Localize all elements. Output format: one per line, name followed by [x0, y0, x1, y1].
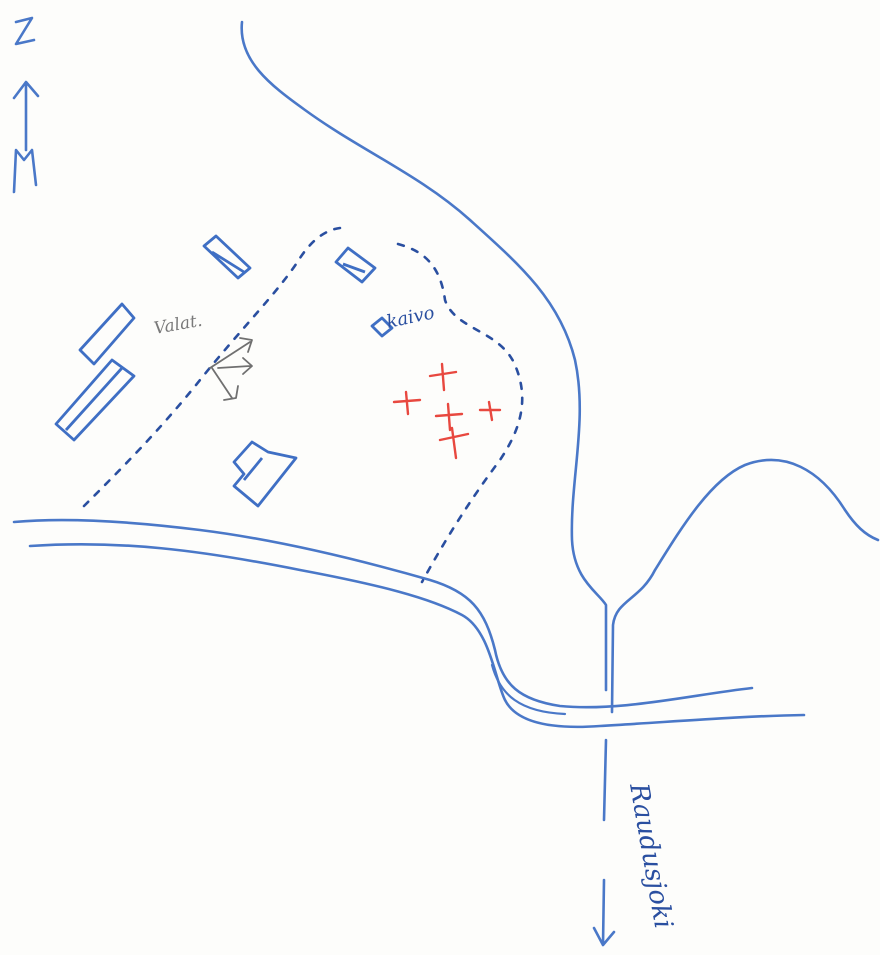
cross-mark — [434, 402, 464, 432]
building-2 — [334, 246, 377, 284]
road-north-edge — [12, 518, 754, 709]
north-arrow: N — [12, 16, 40, 194]
area-boundary-east — [396, 242, 524, 584]
north-letter-glyph — [14, 16, 36, 46]
well-label: kaivo — [385, 302, 437, 333]
ditch-label: Valat. — [152, 311, 203, 339]
cross-mark — [438, 426, 470, 460]
cross-mark — [428, 362, 458, 392]
stream-arrow-icon — [592, 878, 616, 947]
building-4 — [54, 358, 136, 442]
shoreline — [240, 20, 608, 692]
building-5 — [232, 440, 298, 508]
building-well — [370, 316, 394, 338]
road-inner-line — [490, 663, 567, 716]
arrow-tail-icon — [12, 148, 38, 194]
ditch-arrow-right-icon — [217, 357, 253, 375]
red-cross-marks — [392, 362, 502, 460]
road-south-edge — [28, 542, 806, 729]
cross-mark — [392, 390, 422, 416]
building-1 — [202, 234, 252, 280]
stream-south — [602, 738, 608, 822]
river-label: Raudusjoki — [623, 780, 678, 931]
cross-mark — [478, 400, 502, 422]
building-3 — [78, 302, 136, 366]
buildings — [54, 234, 394, 508]
shoreline-east — [610, 458, 880, 714]
arrow-up-icon — [12, 80, 40, 152]
ditch-arrow-down-icon — [211, 367, 239, 401]
area-boundary-west — [82, 226, 342, 508]
ditch-arrow-icon — [209, 337, 253, 369]
